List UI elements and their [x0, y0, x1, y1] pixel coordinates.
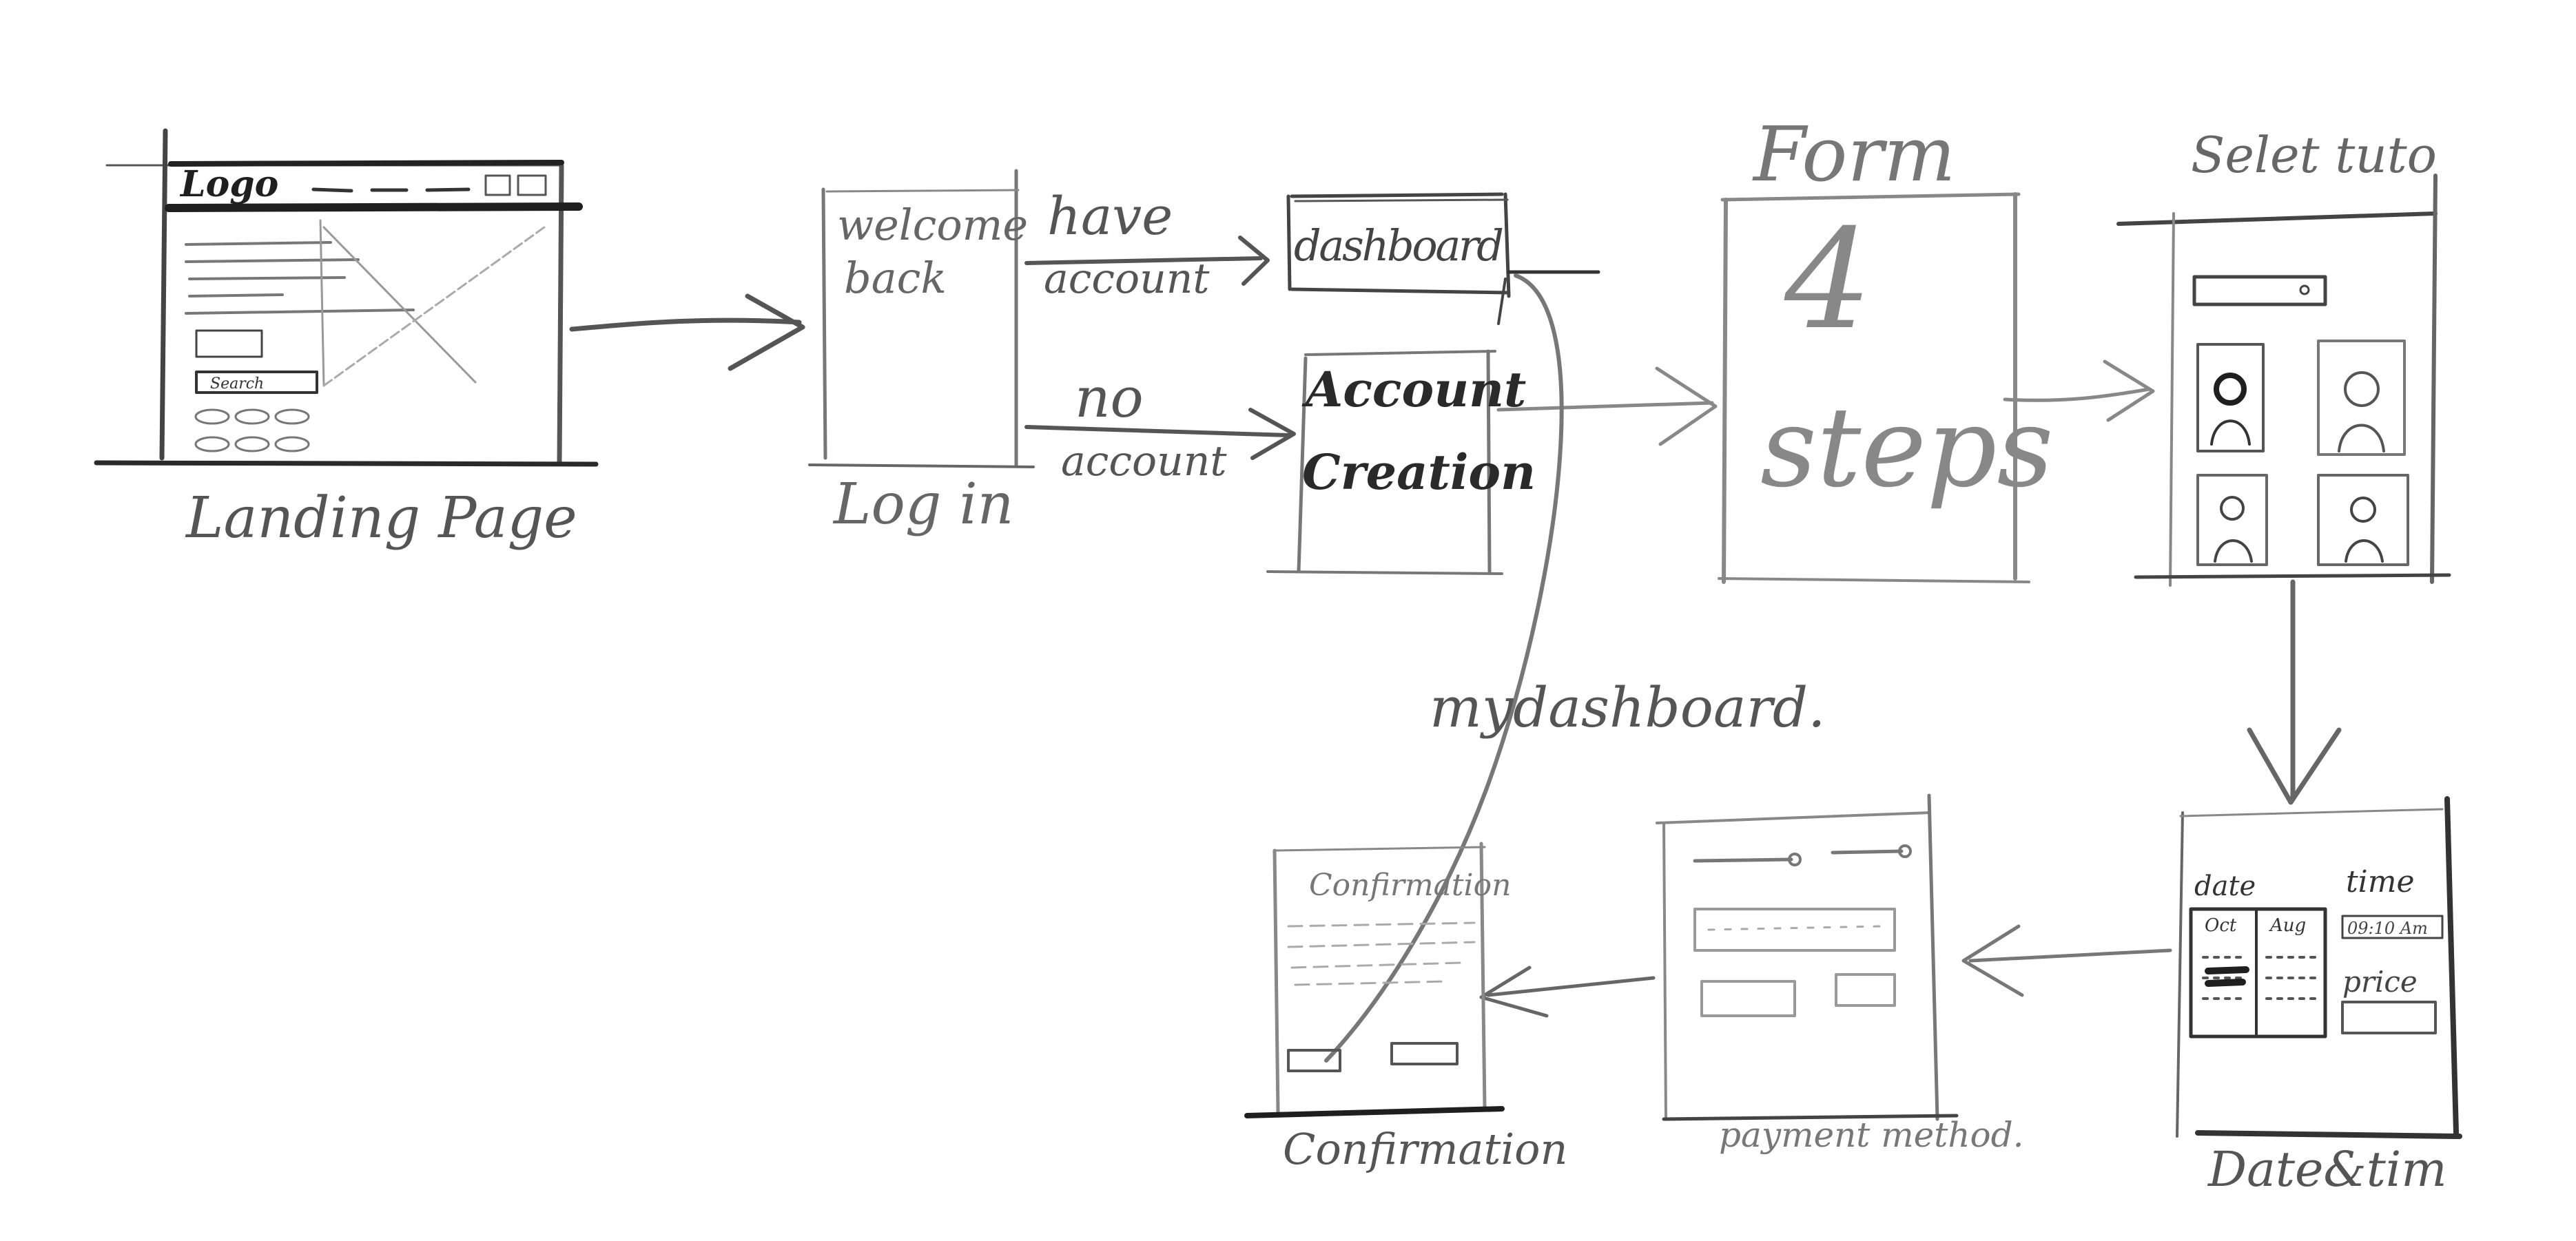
calendar-prev-month: Oct	[2205, 915, 2237, 936]
landing-nav-links	[311, 187, 471, 193]
account-creation-line2: Creation	[1302, 444, 1536, 501]
login-caption: Log in	[832, 472, 1013, 537]
landing-carousel-dots	[194, 408, 310, 452]
tutor-card-4	[2317, 474, 2409, 566]
time-input: 09:10 Am	[2341, 915, 2444, 939]
tutor-card-3	[2196, 474, 2268, 566]
tutor-card-1	[2196, 343, 2265, 452]
confirmation-details-lines	[1287, 921, 1476, 986]
arrow-landing-to-login	[569, 293, 805, 371]
form-steps-number: 4	[1784, 200, 1872, 360]
form-steps-word: steps	[1760, 383, 2054, 512]
time-value: 09:10 Am	[2347, 919, 2428, 938]
login-back-text: back	[844, 253, 947, 303]
price-box	[2341, 1001, 2437, 1034]
confirmation-button-2	[1390, 1042, 1459, 1065]
calendar-next-month: Aug	[2269, 915, 2306, 936]
confirmation-title: Confirmation	[1309, 868, 1511, 903]
login-screen: welcome back Log in	[808, 169, 1035, 537]
account-creation-line1: Account	[1301, 361, 1526, 418]
calendar-widget: Oct Aug	[2189, 907, 2327, 1039]
date-time-screen: date time Oct Aug 09:10 Am price Date&ti…	[2176, 796, 2462, 1198]
payment-option-2	[1835, 973, 1896, 1007]
landing-nav-icon-1	[484, 174, 511, 196]
arrow-account-creation-to-form	[1496, 366, 1718, 446]
form-screen: Form 4 steps	[1718, 110, 2054, 584]
payment-method-caption: payment method.	[1719, 1115, 2024, 1155]
payment-card-input	[1693, 908, 1896, 952]
arrow-login-to-dashboard	[1024, 236, 1270, 286]
edge-mydashboard-label: mydashboard.	[1430, 676, 1826, 740]
select-tutor-screen: Selet tuto	[2116, 126, 2451, 587]
landing-hero-text-lines	[185, 241, 415, 315]
date-label: date	[2194, 870, 2256, 902]
arrow-payment-to-confirmation	[1479, 966, 1656, 1018]
arrow-select-tutor-to-date	[2247, 579, 2342, 805]
payment-method-screen: payment method.	[1656, 793, 2024, 1155]
landing-page-caption: Landing Page	[185, 486, 577, 551]
date-time-caption: Date&tim	[2207, 1141, 2447, 1198]
landing-button	[195, 329, 263, 358]
landing-hero-image	[319, 219, 546, 387]
edge-mydashboard-curve	[1324, 273, 1564, 1063]
arrow-form-to-select-tutor	[2003, 359, 2155, 422]
account-creation-screen: Account Creation	[1266, 349, 1536, 575]
arrow-date-to-payment	[1961, 924, 2172, 997]
tutor-card-2	[2317, 340, 2406, 456]
confirmation-caption: Confirmation	[1283, 1124, 1567, 1174]
edge-no-account-label: account	[1061, 437, 1227, 486]
time-label: time	[2346, 864, 2415, 899]
select-tutor-title: Selet tuto	[2191, 126, 2437, 184]
login-welcome-text: welcome	[837, 200, 1028, 250]
landing-search-bar: Search	[195, 371, 318, 394]
price-label: price	[2342, 965, 2418, 999]
landing-page-screen: Logo Search Landing Page	[94, 128, 599, 551]
confirmation-screen: Confirmation Confirmation	[1244, 842, 1567, 1174]
confirmation-button-1	[1287, 1049, 1341, 1072]
dashboard-label: dashboard	[1294, 220, 1504, 271]
edge-no-label: no	[1075, 366, 1144, 430]
form-title: Form	[1752, 110, 1955, 198]
edge-have-label: have	[1047, 185, 1173, 247]
landing-search-label: Search	[210, 375, 264, 393]
landing-logo: Logo	[179, 163, 278, 205]
landing-nav-icon-2	[517, 174, 547, 196]
payment-option-1	[1700, 980, 1796, 1017]
dashboard-screen: dashboard	[1286, 192, 1600, 298]
arrow-login-to-account-creation	[1024, 408, 1296, 460]
tutor-search-bar	[2192, 275, 2327, 306]
